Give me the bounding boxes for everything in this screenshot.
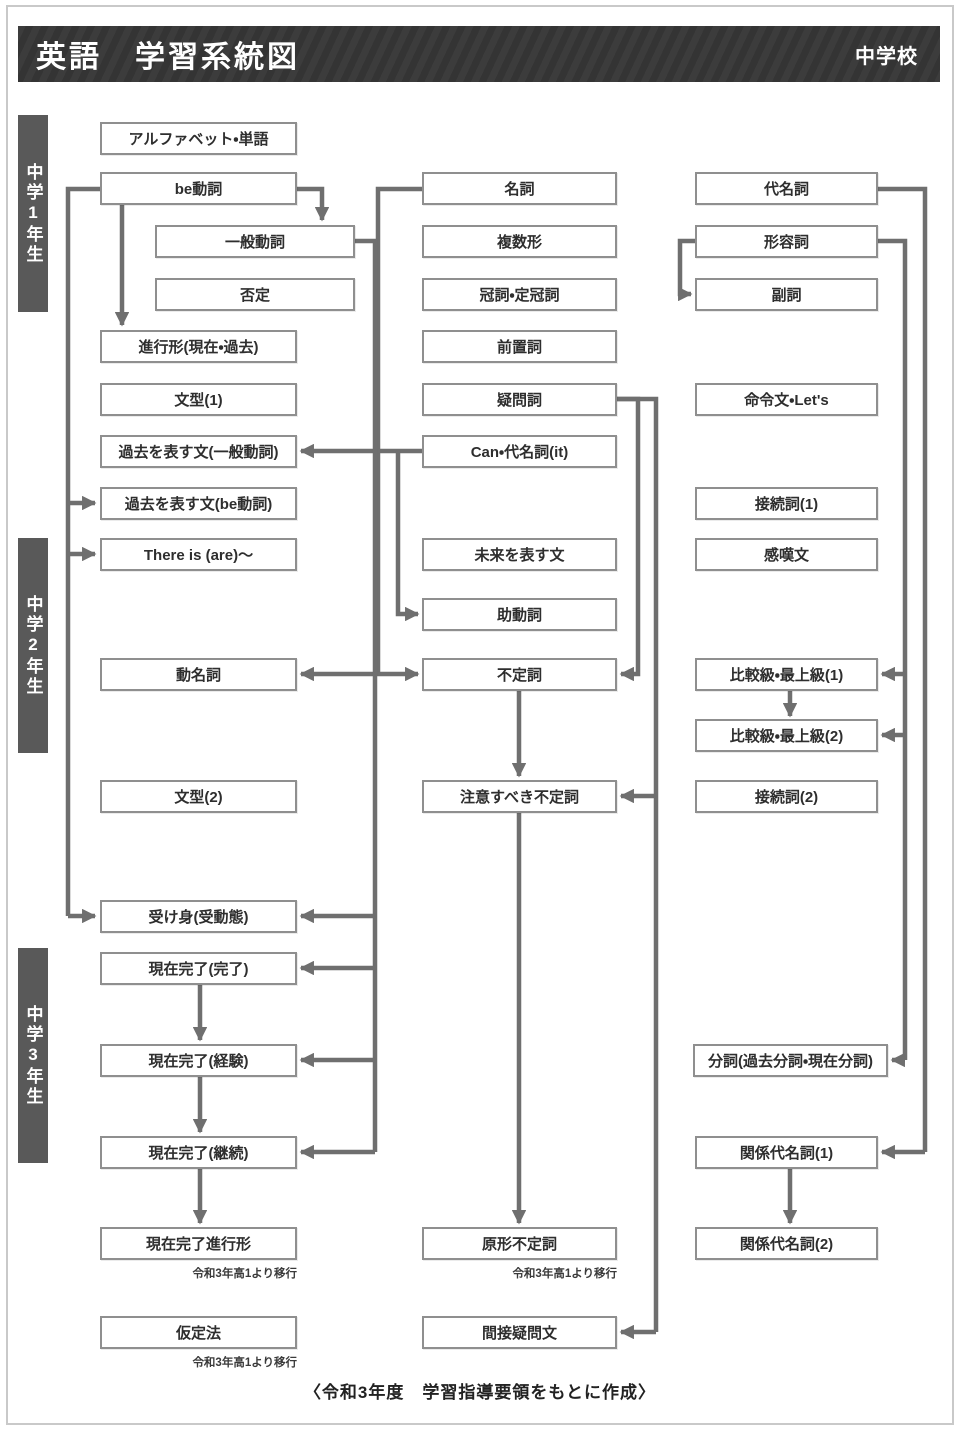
note-genkei-futeishi: 令和3年高1より移行	[512, 1268, 617, 1280]
flow-box-setsuzokushi-2: 接続詞(2)	[695, 780, 878, 813]
flow-box-kateihou: 仮定法	[100, 1316, 297, 1349]
flow-box-hikaku-2: 比較級・最上級(2)	[695, 719, 878, 752]
connector-meishi-trunk	[375, 186, 422, 674]
flow-box-ukemi: 受け身(受動態)	[100, 900, 297, 933]
flow-box-hitei: 否定	[155, 278, 355, 311]
grade-bar-grade-3: 中学3年生	[18, 948, 48, 1163]
header-bar: 英語 学習系統図 中学校	[18, 26, 940, 82]
flow-box-can-daimeishi: Can・代名詞(it)	[422, 435, 617, 468]
flow-box-shinkoukei: 進行形(現在・過去)	[100, 330, 297, 363]
flow-box-ippan-doushi: 一般動詞	[155, 225, 355, 258]
flow-box-setsuzokushi-1: 接続詞(1)	[695, 487, 878, 520]
flow-box-jodoushi: 助動詞	[422, 598, 617, 631]
page-title: 英語 学習系統図	[36, 41, 300, 74]
flow-box-doumeishi: 動名詞	[100, 658, 297, 691]
flow-box-mirai: 未来を表す文	[422, 538, 617, 571]
flow-box-fukusuukei: 複数形	[422, 225, 617, 258]
connector-gimon-to-futeishi	[617, 396, 641, 682]
flow-box-bunkei-1: 文型(1)	[100, 383, 297, 416]
flow-box-kanshi: 冠詞・定冠詞	[422, 278, 617, 311]
flow-box-kankei-1: 関係代名詞(1)	[695, 1136, 878, 1169]
connector-can-to-jodoushi	[395, 451, 420, 622]
connector-keiyoushi-to-fukushi	[677, 238, 695, 302]
grade-bar-grade-2: 中学2年生	[18, 538, 48, 753]
flow-box-bunshi: 分詞(過去分詞・現在分詞)	[693, 1044, 888, 1077]
flow-box-kanryou-kanryou: 現在完了(完了)	[100, 952, 297, 985]
flow-box-hikaku-1: 比較級・最上級(1)	[695, 658, 878, 691]
flow-box-futeishi: 不定詞	[422, 658, 617, 691]
flow-box-gimonshi: 疑問詞	[422, 383, 617, 416]
flow-box-genkei-futeishi: 原形不定詞	[422, 1227, 617, 1260]
grade-bar-grade-1: 中学1年生	[18, 115, 48, 312]
flow-box-alphabet-tango: アルファベット・単語	[100, 122, 297, 155]
flow-box-kanryou-shinkou: 現在完了進行形	[100, 1227, 297, 1260]
flow-box-zenchishi: 前置詞	[422, 330, 617, 363]
flow-box-kankei-2: 関係代名詞(2)	[695, 1227, 878, 1260]
flow-box-kako-be: 過去を表す文(be動詞)	[100, 487, 297, 520]
flow-box-kako-ippan: 過去を表す文(一般動詞)	[100, 435, 297, 468]
connector-group	[65, 186, 928, 1340]
note-kanryou-shinkou: 令和3年高1より移行	[192, 1268, 297, 1280]
school-level-badge: 中学校	[855, 45, 918, 68]
connector-be-to-ippan	[297, 186, 330, 222]
flow-box-kansetsu-gimon: 間接疑問文	[422, 1316, 617, 1349]
connector-ippan-trunk	[355, 238, 378, 1152]
connector-keiyoushi-trunk	[878, 238, 908, 1060]
flow-box-kanryou-keiken: 現在完了(経験)	[100, 1044, 297, 1077]
flow-box-keiyoushi: 形容詞	[695, 225, 878, 258]
flow-box-daimeishi: 代名詞	[695, 172, 878, 205]
flow-box-meireibun: 命令文・Let's	[695, 383, 878, 416]
flow-box-there-is: There is (are)～	[100, 538, 297, 571]
flow-box-fukushi: 副詞	[695, 278, 878, 311]
flow-box-kanryou-keizoku: 現在完了(継続)	[100, 1136, 297, 1169]
connector-be-left-trunk	[65, 186, 100, 916]
note-kateihou: 令和3年高1より移行	[192, 1357, 297, 1369]
flow-box-kantanbun: 感嘆文	[695, 538, 878, 571]
flow-box-chuui-futeishi: 注意すべき不定詞	[422, 780, 617, 813]
flow-box-bunkei-2: 文型(2)	[100, 780, 297, 813]
flow-box-be-doushi: be動詞	[100, 172, 297, 205]
connector-gimon-trunk	[617, 396, 659, 1332]
flow-box-meishi: 名詞	[422, 172, 617, 205]
footer-note: 〈令和3年度 学習指導要領をもとに作成〉	[303, 1383, 657, 1402]
connector-daimeishi-trunk	[878, 186, 928, 1152]
